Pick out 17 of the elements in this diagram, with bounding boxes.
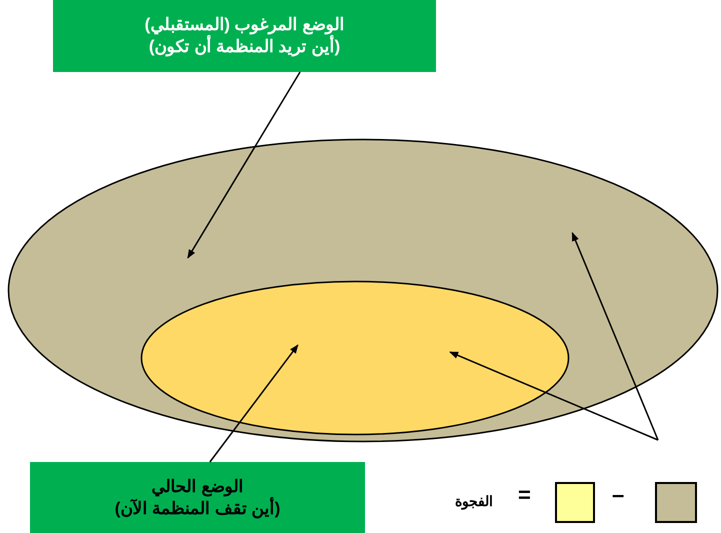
equals-sign: = [518,484,531,506]
callout-subtext: (أين تريد المنظمة أن تكون) [148,36,340,58]
gap-label: الفجوة [455,492,493,512]
minus-sign: – [612,484,624,506]
callout-box [30,462,365,533]
color-swatch [655,482,697,523]
callout-heading: الوضع المرغوب (المستقبلي) [144,14,344,35]
callout-subtext: (أين تقف المنظمة الآن) [114,498,280,520]
leader-line [187,72,301,259]
callout-box [53,0,436,72]
leader-line [209,344,298,462]
color-swatch [555,482,595,523]
inner-ellipse [140,280,570,436]
arrow [572,232,659,440]
callout-heading: الوضع الحالي [152,476,244,498]
outer-ellipse [7,138,719,443]
arrow [449,351,658,441]
